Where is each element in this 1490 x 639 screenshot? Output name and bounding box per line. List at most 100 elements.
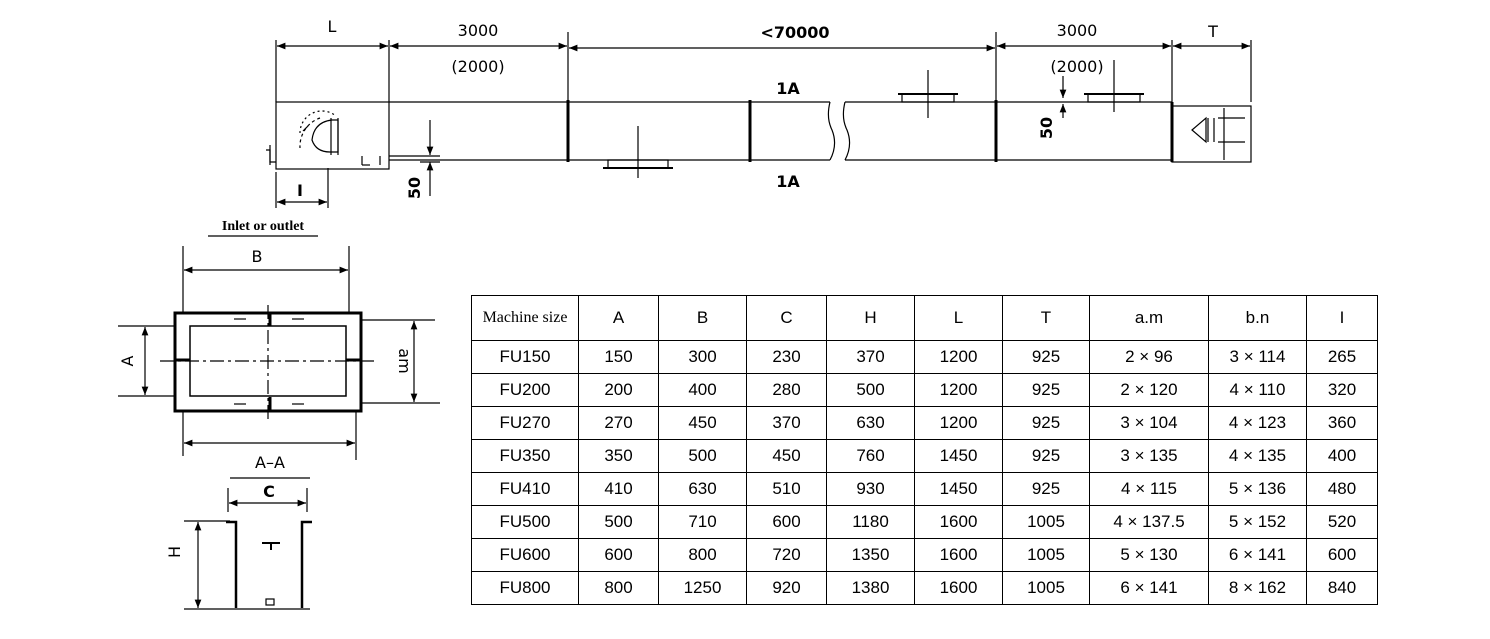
table-cell: 410 xyxy=(578,472,659,506)
table-cell: 1600 xyxy=(914,505,1003,539)
table-cell: 925 xyxy=(1002,472,1090,506)
header-cell: a.m xyxy=(1089,295,1209,341)
dim-am-label: am xyxy=(395,348,414,373)
table-cell: 840 xyxy=(1306,571,1378,605)
table-cell: 350 xyxy=(578,439,659,473)
table-cell: FU500 xyxy=(471,505,579,539)
table-cell: 2 × 120 xyxy=(1089,373,1209,407)
table-cell: 265 xyxy=(1306,340,1378,374)
table-cell: 1180 xyxy=(826,505,915,539)
table-cell: 2 × 96 xyxy=(1089,340,1209,374)
table-cell: 1600 xyxy=(914,571,1003,605)
table-cell: FU800 xyxy=(471,571,579,605)
table-cell: 3 × 135 xyxy=(1089,439,1209,473)
table-cell: FU350 xyxy=(471,439,579,473)
dim-t-label: T xyxy=(1207,22,1218,41)
dim-3000-right-label: 3000 xyxy=(1057,21,1098,40)
dim-70000-label: <70000 xyxy=(760,23,829,42)
table-cell: FU410 xyxy=(471,472,579,506)
header-cell: b.n xyxy=(1208,295,1307,341)
table-cell: 600 xyxy=(578,538,659,572)
table-cell: 3 × 104 xyxy=(1089,406,1209,440)
table-cell: 920 xyxy=(746,571,827,605)
table-cell: 5 × 130 xyxy=(1089,538,1209,572)
table-cell: 300 xyxy=(658,340,747,374)
table-cell: 520 xyxy=(1306,505,1378,539)
dim-50-right-label: 50 xyxy=(1037,117,1056,139)
header-cell: I xyxy=(1306,295,1378,341)
table-cell: 320 xyxy=(1306,373,1378,407)
table-cell: 925 xyxy=(1002,373,1090,407)
table-cell: FU150 xyxy=(471,340,579,374)
table-cell: 370 xyxy=(746,406,827,440)
table-cell: 1200 xyxy=(914,340,1003,374)
section-mark-top: 1A xyxy=(776,79,800,98)
table-cell: 1005 xyxy=(1002,505,1090,539)
table-cell: 1380 xyxy=(826,571,915,605)
table-cell: 1005 xyxy=(1002,571,1090,605)
table-cell: 710 xyxy=(658,505,747,539)
table-cell: 400 xyxy=(1306,439,1378,473)
table-cell: 720 xyxy=(746,538,827,572)
table-cell: 930 xyxy=(826,472,915,506)
table-cell: FU200 xyxy=(471,373,579,407)
table-cell: 800 xyxy=(578,571,659,605)
table-cell: 450 xyxy=(658,406,747,440)
section-aa-label: A–A xyxy=(255,453,285,472)
table-cell: 370 xyxy=(826,340,915,374)
table-cell: 450 xyxy=(746,439,827,473)
section-mark-bottom: 1A xyxy=(776,172,800,191)
table-cell: 630 xyxy=(658,472,747,506)
table-cell: 360 xyxy=(1306,406,1378,440)
table-cell: 1005 xyxy=(1002,538,1090,572)
table-cell: 800 xyxy=(658,538,747,572)
table-cell: 1350 xyxy=(826,538,915,572)
table-cell: 760 xyxy=(826,439,915,473)
table-cell: 500 xyxy=(826,373,915,407)
table-cell: 630 xyxy=(826,406,915,440)
header-cell: Machine size xyxy=(471,295,579,341)
table-header-row: Machine size A B C H L T a.m b.n I xyxy=(471,295,1378,341)
table-cell: 150 xyxy=(578,340,659,374)
table-cell: 500 xyxy=(658,439,747,473)
table-cell: 4 × 135 xyxy=(1208,439,1307,473)
table-cell: 1600 xyxy=(914,538,1003,572)
table-cell: 925 xyxy=(1002,439,1090,473)
table-cell: FU270 xyxy=(471,406,579,440)
table-cell: 230 xyxy=(746,340,827,374)
header-cell: H xyxy=(826,295,915,341)
table-cell: 400 xyxy=(658,373,747,407)
table-cell: 925 xyxy=(1002,406,1090,440)
dim-3000-left-label: 3000 xyxy=(458,21,499,40)
dim-2000-right-label: (2000) xyxy=(1050,57,1103,76)
table-cell: 6 × 141 xyxy=(1208,538,1307,572)
table-cell: 8 × 162 xyxy=(1208,571,1307,605)
table-cell: 500 xyxy=(578,505,659,539)
table-cell: 510 xyxy=(746,472,827,506)
table-cell: 925 xyxy=(1002,340,1090,374)
machine-size-table: Machine size A B C H L T a.m b.n I FU150… xyxy=(471,295,1378,605)
table-cell: 1200 xyxy=(914,406,1003,440)
dim-c-label: C xyxy=(263,482,275,501)
table-cell: 5 × 136 xyxy=(1208,472,1307,506)
conveyor-elevation xyxy=(266,32,1252,208)
table-cell: 3 × 114 xyxy=(1208,340,1307,374)
header-cell: B xyxy=(658,295,747,341)
header-cell: A xyxy=(578,295,659,341)
dim-a-label: A xyxy=(118,355,137,366)
table-cell: 600 xyxy=(1306,538,1378,572)
table-cell: 4 × 115 xyxy=(1089,472,1209,506)
dim-2000-left-label: (2000) xyxy=(451,57,504,76)
dim-h-label: H xyxy=(165,546,184,558)
section-aa-detail xyxy=(184,477,312,610)
inlet-flange-detail xyxy=(118,235,440,460)
table-cell: 200 xyxy=(578,373,659,407)
table-cell: 480 xyxy=(1306,472,1378,506)
table-cell: FU600 xyxy=(471,538,579,572)
